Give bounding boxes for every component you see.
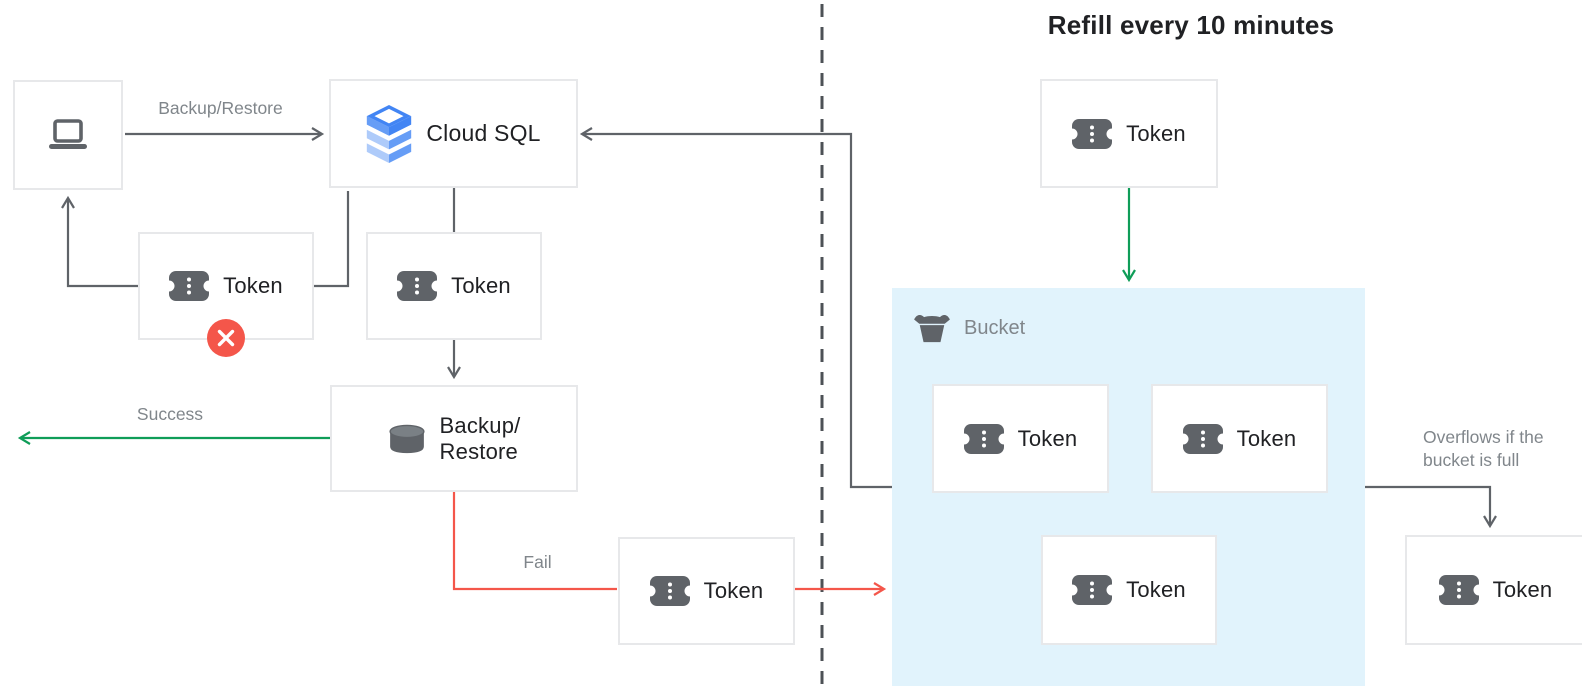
refill-heading: Refill every 10 minutes bbox=[1047, 10, 1335, 40]
request-edge-label: Backup/Restore bbox=[158, 98, 283, 118]
token-icon bbox=[1182, 423, 1223, 454]
bucket-tag: Bucket bbox=[913, 312, 1025, 344]
edge-fail bbox=[452, 492, 617, 591]
backup-restore-label-line2: Restore bbox=[439, 438, 518, 464]
token-icon bbox=[963, 423, 1004, 454]
overflow-edge-label: Overflows if the bucket is full bbox=[1423, 427, 1544, 470]
bucket-token-2: Token bbox=[1151, 384, 1328, 493]
cloud-sql-icon bbox=[367, 104, 412, 163]
laptop-icon bbox=[49, 119, 87, 149]
token-label: Token bbox=[223, 273, 283, 298]
fail-edge-label: Fail bbox=[523, 552, 552, 572]
token-icon bbox=[1072, 575, 1113, 605]
bucket-token-1: Token bbox=[932, 384, 1109, 493]
backup-restore-label-line1: Backup/ bbox=[439, 412, 521, 438]
backup-restore-label: Backup/ Restore bbox=[440, 413, 521, 465]
backup-restore-node: Backup/ Restore bbox=[330, 385, 578, 492]
token-icon bbox=[169, 271, 210, 301]
token-label: Token bbox=[1236, 425, 1297, 451]
token-icon bbox=[1072, 118, 1113, 149]
token-label: Token bbox=[1126, 577, 1186, 602]
success-edge-label: Success bbox=[136, 404, 204, 424]
edge-bucket-to-cloudsql bbox=[579, 127, 892, 489]
database-icon bbox=[388, 424, 425, 453]
token-icon bbox=[397, 271, 438, 301]
consumed-token-node: Token bbox=[366, 232, 542, 340]
token-label: Token bbox=[451, 273, 511, 298]
client-node bbox=[13, 80, 123, 190]
token-icon bbox=[1438, 575, 1479, 605]
bucket-label: Bucket bbox=[964, 316, 1026, 339]
token-label: Token bbox=[1126, 120, 1186, 146]
edge-cloudsql-to-rejected-token bbox=[314, 191, 350, 288]
token-icon bbox=[649, 576, 690, 606]
error-x-icon bbox=[207, 319, 245, 357]
token-label: Token bbox=[703, 578, 764, 603]
cloud-sql-label: Cloud SQL bbox=[426, 120, 541, 146]
bucket-icon bbox=[914, 314, 950, 343]
failed-token-node: Token bbox=[618, 537, 795, 645]
overflow-token-node: Token bbox=[1405, 535, 1582, 645]
cloud-sql-node: Cloud SQL bbox=[329, 79, 578, 188]
edge-overflow bbox=[1365, 485, 1497, 529]
edge-token-to-client bbox=[61, 195, 138, 288]
bucket-token-3: Token bbox=[1041, 535, 1217, 645]
token-label: Token bbox=[1492, 577, 1553, 602]
token-label: Token bbox=[1017, 425, 1078, 451]
refill-token-node: Token bbox=[1040, 79, 1218, 188]
